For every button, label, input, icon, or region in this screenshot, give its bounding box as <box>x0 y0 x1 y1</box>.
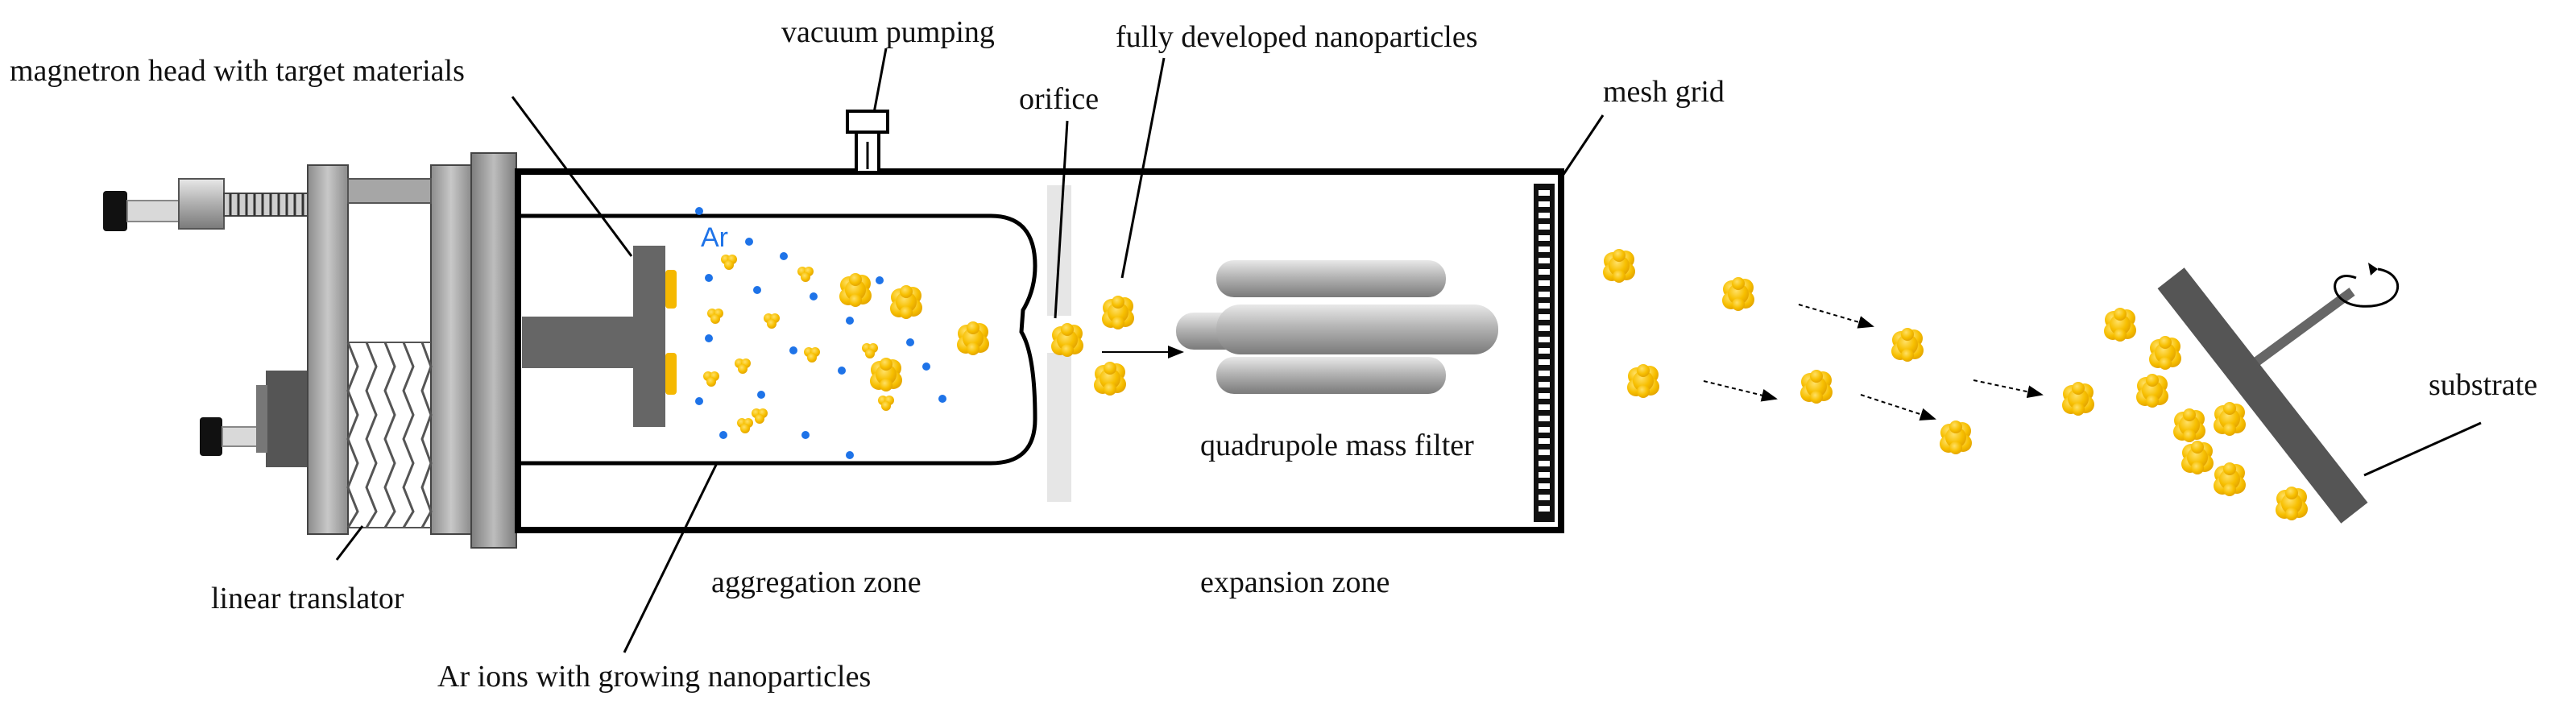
substrate-holder <box>2157 263 2400 524</box>
target-material-top <box>665 270 677 309</box>
label-substrate: substrate <box>2429 368 2537 402</box>
translator-plate-right <box>430 164 472 535</box>
label-nanoparticles: fully developed nanoparticles <box>1116 20 1478 54</box>
mesh-grid <box>1534 184 1555 522</box>
label-orifice: orifice <box>1019 82 1099 116</box>
quadrupole-mass-filter <box>1176 260 1498 394</box>
bellows <box>346 342 433 528</box>
label-ar-ions: Ar ions with growing nanoparticles <box>437 660 871 694</box>
ar-ions <box>695 207 946 459</box>
label-magnetron: magnetron head with target materials <box>10 54 465 88</box>
chamber-flange <box>470 152 517 549</box>
knob-top <box>103 191 127 231</box>
label-mesh-grid: mesh grid <box>1603 75 1725 109</box>
beam-direction-arrows <box>1703 304 2044 421</box>
label-vacuum-pumping: vacuum pumping <box>781 15 995 49</box>
translator-plate-left <box>307 164 349 535</box>
target-material-bottom <box>665 353 677 395</box>
label-aggregation-zone: aggregation zone <box>711 566 921 599</box>
knob-bottom <box>200 417 222 456</box>
label-expansion-zone: expansion zone <box>1200 566 1389 599</box>
magnetron-head <box>522 246 677 427</box>
leader-lines <box>335 48 2482 653</box>
beam-nanoparticles <box>1603 249 2094 454</box>
label-linear-translator: linear translator <box>211 582 404 615</box>
aggregation-chamber <box>518 213 1037 466</box>
rotation-arrow-icon <box>2334 263 2400 308</box>
linear-translator <box>103 152 517 549</box>
label-ar: Ar <box>701 222 728 253</box>
label-quadrupole: quadrupole mass filter <box>1200 429 1474 462</box>
vacuum-port <box>846 110 889 174</box>
